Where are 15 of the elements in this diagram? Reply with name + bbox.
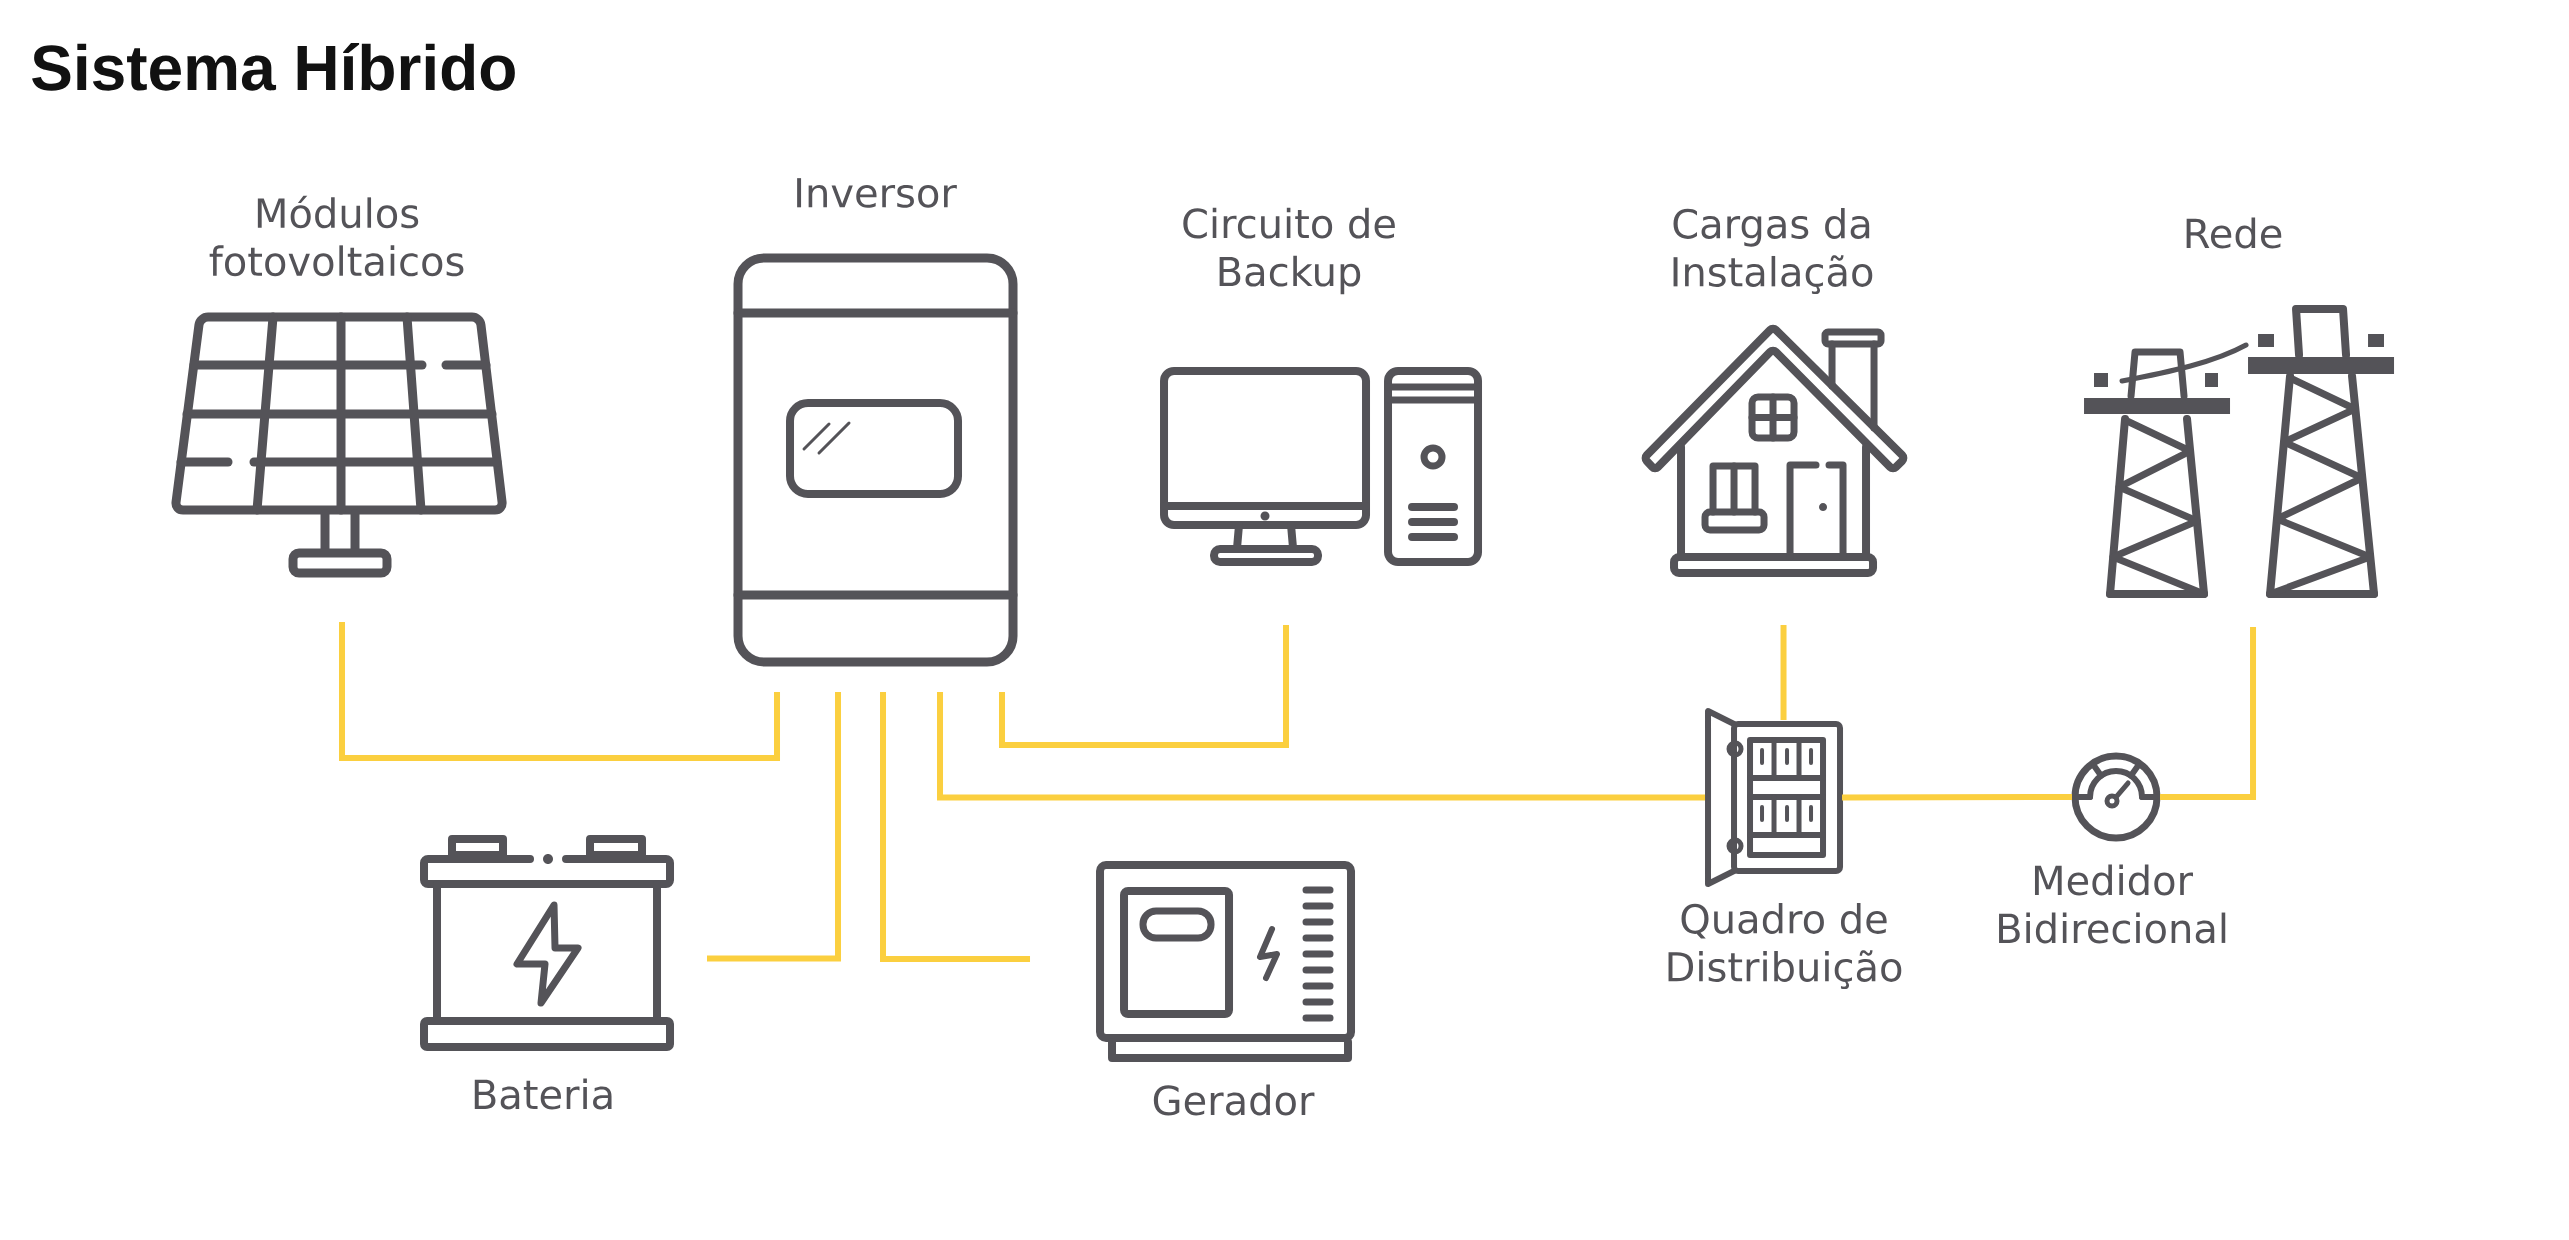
node-label: Rede (2186, 217, 2282, 249)
node-label: Inversor (797, 178, 957, 208)
connector-line (2160, 627, 2257, 800)
connector-line (999, 625, 1289, 748)
title: Sistema Híbrido (32, 43, 515, 91)
node-label: Bateria (474, 1078, 612, 1110)
node-label: Medidor Bidirecional (1999, 864, 2226, 944)
connector-line (339, 622, 780, 761)
node-label: Circuito de Backup (1183, 207, 1395, 295)
node-label: Cargas da Instalação (1673, 207, 1873, 295)
connector-line (707, 692, 841, 962)
node-label: Módulos fotovoltaicos (209, 195, 464, 277)
node-label: Quadro de Distribuição (1668, 902, 1902, 990)
connector-line (1842, 794, 2073, 801)
node-label: Gerador (1153, 1084, 1315, 1116)
